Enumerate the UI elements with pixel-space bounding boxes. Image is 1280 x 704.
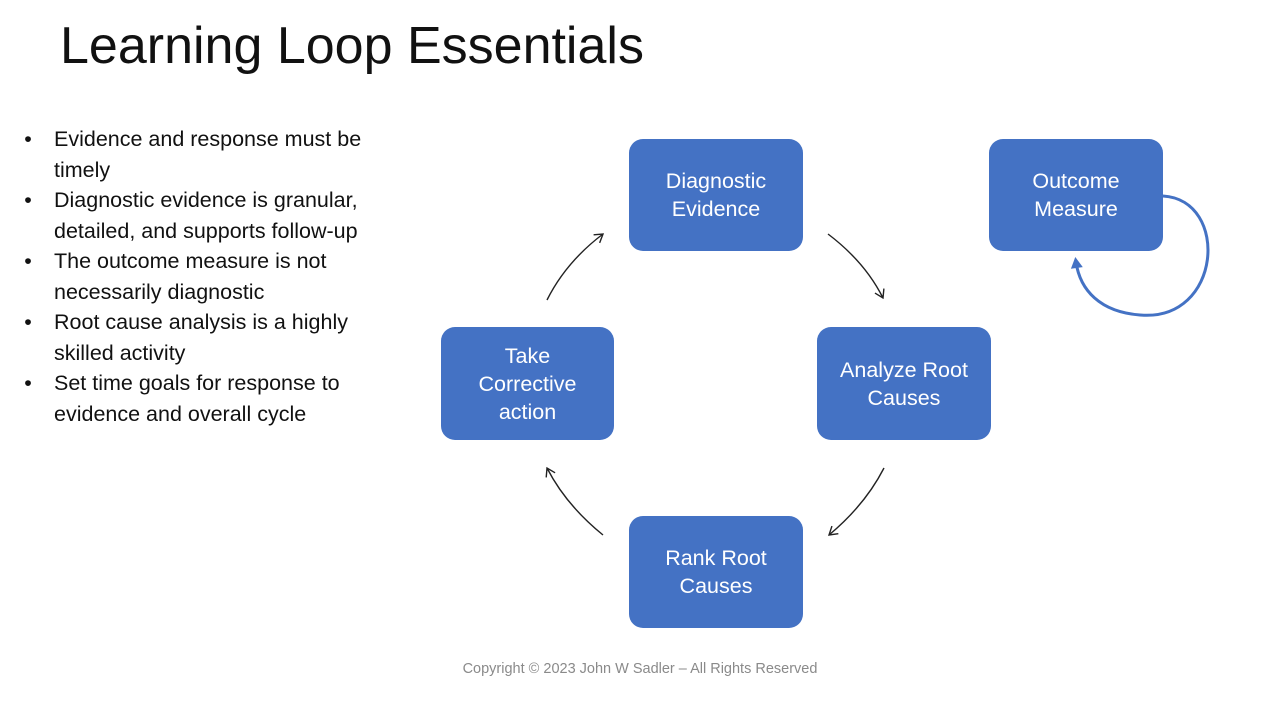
bullet-item: • Set time goals for response to evidence … [22,368,422,429]
bullet-list: • Evidence and response must be timely • Di… [22,124,422,429]
bullet-text: Set time goals for response to evidence a… [54,371,340,426]
bullet-line: The outcome measure is not [54,249,327,273]
node-label-line: Evidence [671,197,761,221]
bullet-line: skilled activity [54,340,186,365]
bullet-dot-icon: • [24,188,32,212]
node-label-line: Causes [867,385,941,410]
bullet-item: • The outcome measure is not necessarily d… [22,246,422,307]
copyright-footer: Copyright © 2023 John W Sadler – All Rig… [462,661,818,677]
bullet-item: • Diagnostic evidence is granular, detaile… [22,185,422,246]
bullet-item: • Evidence and response must be timely [22,124,422,185]
bullet-dot-icon: • [24,371,32,395]
bullet-text: Evidence and response must be timely [54,127,361,182]
node-label-line: Causes [679,574,753,598]
node-label-line: Analyze Root [840,357,968,382]
arrow-rank-to-action [545,466,604,536]
bullet-line: necessarily diagnostic [54,279,265,304]
bullet-line: evidence and overall cycle [54,401,307,426]
slide-title: Learning Loop Essentials [60,17,644,75]
arrow-analyze-to-rank [827,467,885,536]
bullet-line: timely [54,157,111,182]
bullet-line: Evidence and response must be [54,127,362,151]
bullet-line: Diagnostic evidence is granular, [54,188,358,212]
bullet-dot-icon: • [24,249,32,273]
node-label-line: Diagnostic [665,169,767,193]
bullet-text: Root cause analysis is a highly skilled a… [54,310,348,365]
arrow-action-to-evidence [546,233,605,301]
bullet-text: Diagnostic evidence is granular, detailed… [54,188,358,243]
bullet-line: Set time goals for response to [54,371,340,395]
node-label-line: Take [504,343,551,368]
node-label-line: action [498,399,557,424]
node-label-line: Measure [1034,197,1118,221]
arrow-evidence-to-analyze [827,233,885,300]
bullet-line: detailed, and supports follow-up [54,218,358,243]
node-label-line: Corrective [478,371,577,396]
bullet-dot-icon: • [24,127,32,151]
bullet-line: Root cause analysis is a highly [54,310,348,334]
node-label-line: Outcome [1032,169,1120,193]
bullet-item: • Root cause analysis is a highly skilled … [22,307,422,368]
bullet-dot-icon: • [24,310,32,334]
node-label-line: Rank Root [665,546,767,570]
bullet-text: The outcome measure is not necessarily di… [54,249,326,304]
